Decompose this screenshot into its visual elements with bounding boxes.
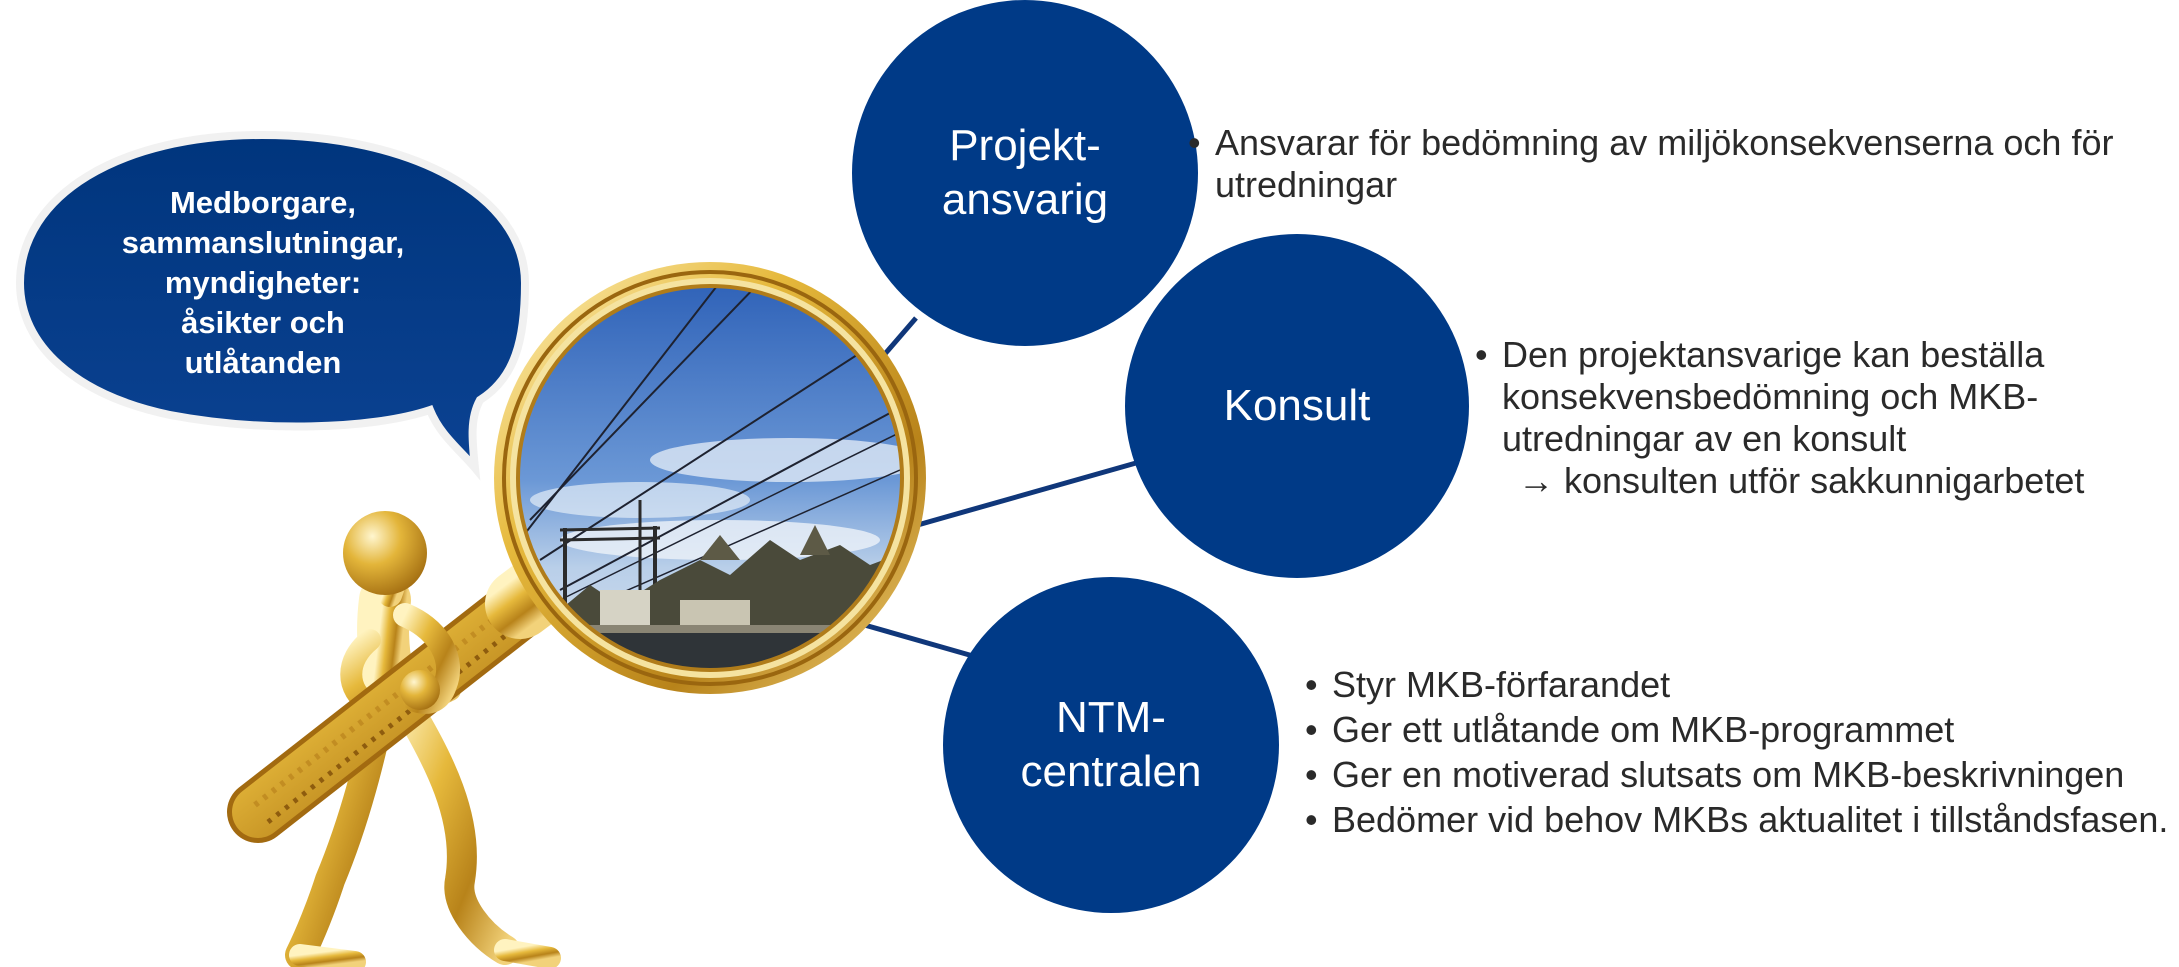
speech-bubble-line: åsikter och: [181, 305, 345, 340]
circle-konsult: Konsult: [1125, 234, 1469, 578]
circle-label: Konsult: [1223, 381, 1371, 431]
speech-bubble-line: Medborgare,: [169, 185, 357, 220]
konsult-arrow-text: konsulten utför sakkunnigarbetet: [1564, 460, 2085, 501]
figure-hand: [400, 670, 440, 710]
circle-label: Projekt-: [949, 121, 1101, 171]
magnifier-lens: [494, 262, 926, 694]
konsult-bullet-line: konsekvensbedömning och MKB-: [1502, 376, 2039, 417]
projekt-bullet-list: Ansvarar för bedömning av miljökonsekven…: [1188, 122, 2173, 206]
list-item: Bedömer vid behov MKBs aktualitet i till…: [1305, 799, 2175, 841]
connector-ntm: [860, 621, 974, 659]
speech-bubble: [15, 130, 530, 481]
konsult-bullet-list: Den projektansvarige kan beställa konsek…: [1475, 334, 2175, 502]
list-item: Ger en motiverad slutsats om MKB-beskriv…: [1305, 754, 2175, 796]
list-item: Den projektansvarige kan beställa konsek…: [1475, 334, 2175, 502]
circle-label: ansvarig: [941, 175, 1109, 224]
speech-bubble-line: utlåtanden: [184, 345, 342, 380]
circle-ntm-centralen: NTM- centralen: [943, 577, 1279, 913]
ntm-bullet-list: Styr MKB-förfarandet Ger ett utlåtande o…: [1305, 664, 2175, 844]
konsult-bullet-line: utredningar av en konsult: [1502, 418, 1907, 459]
circle-label: NTM-: [1056, 693, 1166, 743]
speech-bubble-line: sammanslutningar,: [121, 225, 405, 260]
list-item: Ansvarar för bedömning av miljökonsekven…: [1188, 122, 2173, 206]
speech-bubble-line: myndigheter:: [164, 265, 362, 300]
konsult-arrow-line: → konsulten utför sakkunnigarbetet: [1502, 460, 2175, 502]
list-item: Ger ett utlåtande om MKB-programmet: [1305, 709, 2175, 751]
speech-bubble-text: Medborgare, sammanslutningar, myndighete…: [78, 183, 448, 383]
konsult-bullet-line: Den projektansvarige kan beställa: [1502, 334, 2045, 375]
list-item: Styr MKB-förfarandet: [1305, 664, 2175, 706]
circle-label: centralen: [1020, 747, 1202, 796]
circle-projektansvarig: Projekt- ansvarig: [852, 0, 1198, 346]
arrow-right-icon: →: [1518, 460, 1554, 501]
connector-konsult: [892, 460, 1137, 535]
